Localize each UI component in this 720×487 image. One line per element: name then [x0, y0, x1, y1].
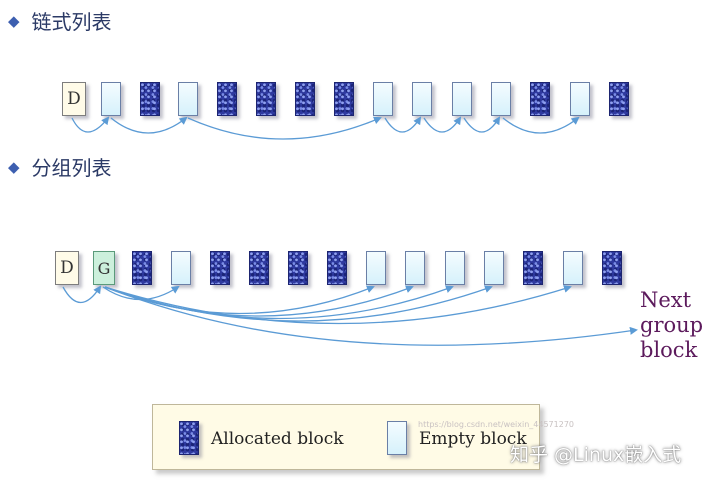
group-arrow [104, 285, 493, 322]
allocated-block [327, 251, 347, 285]
empty-block [452, 82, 472, 116]
source-url: https://blog.csdn.net/weixin_44571270 [418, 420, 575, 429]
directory-block: D [55, 251, 79, 285]
allocated-block [132, 251, 152, 285]
section-title-text: 分组列表 [31, 156, 112, 180]
allocated-block [602, 251, 622, 285]
empty-block [405, 251, 425, 285]
allocated-block-label: Allocated block [211, 429, 344, 449]
diamond-bullet-icon: ◆ [8, 157, 20, 176]
next-label-line: Next [640, 288, 692, 312]
allocated-block [609, 82, 629, 116]
directory-block: D [62, 82, 86, 116]
allocated-block-swatch [179, 421, 199, 455]
chain-arrow [384, 116, 422, 133]
empty-block [484, 251, 504, 285]
empty-block [491, 82, 511, 116]
group-arrow [62, 285, 102, 304]
group-block: G [93, 251, 115, 285]
section-title-text: 链式列表 [31, 10, 112, 34]
legend: Allocated block Empty block [152, 404, 540, 470]
chain-arrow [502, 116, 580, 134]
empty-block [373, 82, 393, 116]
next-group-block-label: Next group block [640, 288, 718, 363]
chain-arrow [110, 116, 188, 134]
empty-block [366, 251, 386, 285]
empty-block [570, 82, 590, 116]
group-arrow [104, 285, 572, 325]
empty-block-swatch [387, 421, 407, 455]
empty-block [412, 82, 432, 116]
chain-arrow [187, 116, 382, 140]
allocated-block [523, 251, 543, 285]
allocated-block [217, 82, 237, 116]
allocated-block [140, 82, 160, 116]
group-arrow [104, 286, 638, 346]
allocated-block [530, 82, 550, 116]
allocated-block [295, 82, 315, 116]
allocated-block [256, 82, 276, 116]
allocated-block [288, 251, 308, 285]
empty-block [101, 82, 121, 116]
empty-block [178, 82, 198, 116]
allocated-block [210, 251, 230, 285]
empty-block [563, 251, 583, 285]
next-label-line: group [640, 313, 704, 337]
empty-block [171, 251, 191, 285]
allocated-block [334, 82, 354, 116]
chain-arrow [71, 116, 110, 133]
allocated-block [249, 251, 269, 285]
watermark: 知乎 @Linux嵌入式 [510, 444, 682, 466]
section-title-chained: ◆ 链式列表 [8, 6, 112, 35]
section-title-grouped: ◆ 分组列表 [8, 152, 112, 181]
empty-block-label: Empty block [419, 429, 527, 449]
next-label-line: block [640, 338, 698, 362]
diamond-bullet-icon: ◆ [8, 11, 20, 30]
chain-arrow [423, 116, 462, 133]
empty-block [445, 251, 465, 285]
chain-arrow [463, 116, 501, 133]
